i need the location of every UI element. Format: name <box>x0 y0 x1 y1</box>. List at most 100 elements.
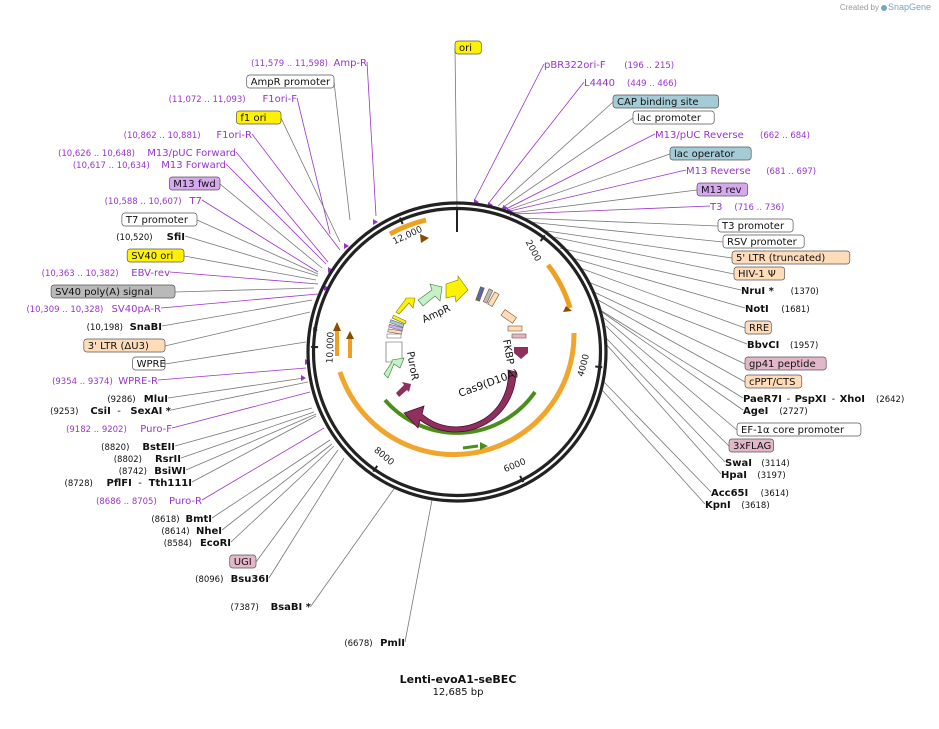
label-ef-1-core-promoter[interactable]: EF-1α core promoter <box>736 422 862 437</box>
lac-promoter-text: lac promoter <box>637 113 702 124</box>
label-pmli[interactable]: PmlI(6678) <box>344 638 405 649</box>
label-amp-r[interactable]: Amp-R(11,579 .. 11,598) <box>251 58 367 69</box>
label-m13-rev[interactable]: M13 rev <box>696 182 749 197</box>
label-ebv-rev[interactable]: EBV-rev(10,363 .. 10,382) <box>42 268 170 279</box>
label-pflfi[interactable]: Tth111I-PflFI(8728) <box>65 478 192 489</box>
label-gp41-peptide[interactable]: gp41 peptide <box>744 356 827 371</box>
sv40-ori-text: SV40 ori <box>131 251 173 262</box>
puro-f-pos: (9182 .. 9202) <box>66 425 127 435</box>
site-separator: - <box>787 394 791 405</box>
t7-text: T7 <box>189 196 202 207</box>
f1ori-f-pos: (11,072 .. 11,093) <box>169 95 246 105</box>
label-3-ltr-u3[interactable]: 3' LTR (ΔU3) <box>83 338 166 353</box>
green-arrowhead <box>480 442 488 450</box>
f1-ori-text: f1 ori <box>240 113 266 124</box>
label-hpai[interactable]: HpaI(3197) <box>721 470 786 481</box>
ampr-promoter-leader <box>333 81 351 221</box>
label-rre[interactable]: RRE <box>744 320 772 335</box>
label-cap-binding-site[interactable]: CAP binding site <box>612 94 719 109</box>
label-wpre[interactable]: WPRE <box>132 356 166 371</box>
label-m13-reverse[interactable]: M13 Reverse(681 .. 697) <box>686 166 816 177</box>
label-bmti[interactable]: BmtI(8618) <box>151 514 212 525</box>
m13-reverse-leader <box>509 169 687 212</box>
label-sv40pa-r[interactable]: SV40pA-R(10,309 .. 10,328) <box>26 304 161 315</box>
label-bsabi[interactable]: BsaBI *(7387) <box>231 602 312 613</box>
ef-1-core-promoter-box <box>736 422 862 437</box>
label-bsu36i[interactable]: Bsu36I(8096) <box>195 574 269 585</box>
label-t7-promoter[interactable]: T7 promoter <box>121 212 198 227</box>
label-ecori[interactable]: EcoRI(8584) <box>164 538 231 549</box>
label-bsiwi[interactable]: BsiWI(8742) <box>119 466 186 477</box>
pflfi-leader <box>191 415 317 483</box>
label-m13-puc-forward[interactable]: M13/pUC Forward(10,626 .. 10,648) <box>58 148 236 159</box>
label-swai[interactable]: SwaI(3114) <box>725 458 790 469</box>
label-puro-f[interactable]: Puro-F(9182 .. 9202) <box>66 424 172 435</box>
ampr-promoter-box <box>246 74 335 89</box>
label-5-ltr-truncated[interactable]: 5' LTR (truncated) <box>731 250 851 265</box>
label-m13-fwd[interactable]: M13 fwd <box>168 176 221 191</box>
label-lac-operator[interactable]: lac operator <box>669 146 752 161</box>
label-sfii[interactable]: SfiI(10,520) <box>116 232 185 243</box>
label-m13-puc-reverse[interactable]: M13/pUC Reverse(662 .. 684) <box>655 130 810 141</box>
label-nrui[interactable]: NruI *(1370) <box>741 286 819 297</box>
wpre-box <box>132 356 166 371</box>
hpai-site-text: HpaI <box>721 470 747 481</box>
label-l4440[interactable]: L4440(449 .. 466) <box>584 78 677 89</box>
f1-ori-leader <box>280 117 341 243</box>
label-t7[interactable]: T7(10,588 .. 10,607) <box>105 196 202 207</box>
label-rsrii[interactable]: RsrII(8802) <box>114 454 181 465</box>
label-f1ori-r[interactable]: F1ori-R(10,862 .. 10,881) <box>124 130 252 141</box>
label-f1-ori[interactable]: f1 ori <box>236 110 282 125</box>
label-sv40-poly-a-signal[interactable]: SV40 poly(A) signal <box>50 284 176 299</box>
label-kpni[interactable]: KpnI(3618) <box>705 500 770 511</box>
m13-rev-text: M13 rev <box>701 185 742 196</box>
t7-promoter-box <box>121 212 198 227</box>
l4440-pos: (449 .. 466) <box>627 79 677 89</box>
label-m13-forward[interactable]: M13 Forward(10,617 .. 10,634) <box>73 160 226 171</box>
plasmid-length: 12,685 bp <box>432 687 484 698</box>
cas9-arrow <box>403 369 517 433</box>
m13-reverse-pos: (681 .. 697) <box>766 167 816 177</box>
hiv-1-box <box>733 266 786 281</box>
label-f1ori-f[interactable]: F1ori-F (11,072 .. 11,093) <box>169 94 298 105</box>
t3-pos: (716 .. 736) <box>734 203 784 213</box>
primer-marker <box>328 267 333 273</box>
label-ori[interactable]: ori <box>454 40 482 55</box>
label-3xflag[interactable]: 3xFLAG <box>728 438 774 453</box>
label-paer7i[interactable]: PaeR7I-PspXI-XhoI(2642) <box>743 394 904 405</box>
label-t3[interactable]: T3(716 .. 736) <box>709 202 784 213</box>
label-cppt-cts[interactable]: cPPT/CTS <box>744 374 803 389</box>
label-noti[interactable]: NotI(1681) <box>745 304 810 315</box>
sfii-pos: (10,520) <box>116 233 152 243</box>
label-rsv-promoter[interactable]: RSV promoter <box>722 234 805 249</box>
label-puro-r[interactable]: Puro-R(8686 .. 8705) <box>96 496 202 507</box>
label-wpre-r[interactable]: WPRE-R(9354 .. 9374) <box>52 376 158 387</box>
label-bbvci[interactable]: BbvCI(1957) <box>747 340 818 351</box>
label-bsteii[interactable]: BstEII(8820) <box>101 442 175 453</box>
noti-pos: (1681) <box>781 305 809 315</box>
m13-rev-leader <box>511 189 698 214</box>
label-acc65i[interactable]: Acc65I(3614) <box>711 488 789 499</box>
puror-label: PuroR <box>404 351 420 382</box>
label-ugi[interactable]: UGI <box>229 554 257 569</box>
label-t3-promoter[interactable]: T3 promoter <box>717 218 794 233</box>
label-agei[interactable]: AgeI(2727) <box>743 406 808 417</box>
csii-leader <box>170 381 309 411</box>
label-csii[interactable]: SexAI *-CsiI(9253) <box>50 406 172 417</box>
m13-puc-forward-pos: (10,626 .. 10,648) <box>58 149 135 159</box>
label-nhei[interactable]: NheI(8614) <box>161 526 222 537</box>
label-hiv-1[interactable]: HIV-1 Ψ <box>733 266 786 281</box>
label-pbr322ori-f[interactable]: pBR322ori-F(196 .. 215) <box>544 60 674 71</box>
f1ori-f-text: F1ori-F <box>263 94 298 105</box>
label-snabi[interactable]: SnaBI(10,198) <box>87 322 162 333</box>
tth111i-site-text: Tth111I <box>149 478 192 489</box>
hiv-1-text: HIV-1 Ψ <box>738 269 776 280</box>
f1ori-r-text: F1ori-R <box>216 130 252 141</box>
label-mlui[interactable]: MluI(9286) <box>107 394 168 405</box>
acc65i-leader <box>603 381 712 493</box>
ruler-label: 4000 <box>576 353 592 378</box>
sv40-poly-a-signal-leader <box>174 287 315 293</box>
label-sv40-ori[interactable]: SV40 ori <box>126 248 185 263</box>
label-ampr-promoter[interactable]: AmpR promoter <box>246 74 335 89</box>
label-lac-promoter[interactable]: lac promoter <box>632 110 715 125</box>
